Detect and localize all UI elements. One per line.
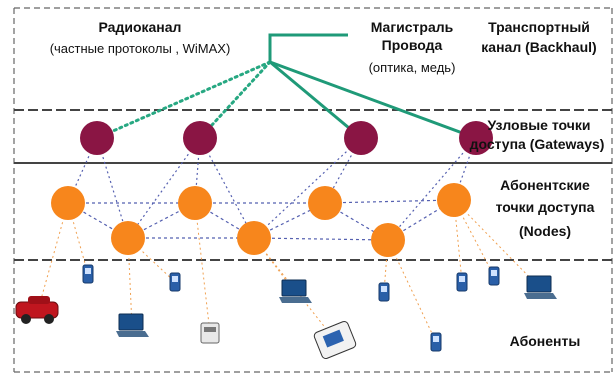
subscribers-label: Абоненты: [509, 333, 581, 349]
laptop-base: [524, 293, 557, 299]
gateways-label-line1: Узловые точки: [487, 117, 591, 133]
node-device-link: [453, 199, 463, 283]
wire-backbone-subtitle: (оптика, медь): [368, 60, 456, 75]
printer-icon: [200, 322, 220, 344]
phone-icon: [488, 266, 500, 286]
car-roof: [28, 296, 50, 304]
phone-screen: [85, 268, 91, 274]
subscriber-access-point: [178, 186, 212, 220]
gateway-node: [459, 121, 493, 155]
pda-icon: [313, 320, 357, 360]
subscriber-access-point: [51, 186, 85, 220]
gateway-node: [80, 121, 114, 155]
phone-screen: [433, 336, 439, 342]
nodes-label-line1: Абонентские: [500, 177, 590, 193]
mesh-link: [324, 199, 455, 204]
laptop-screen: [118, 313, 144, 331]
laptop-base: [279, 297, 312, 303]
laptop-icon: [279, 279, 312, 303]
radio-channel-title: Радиоканал: [98, 19, 182, 35]
gateway-node: [183, 121, 217, 155]
node-device-link: [194, 202, 211, 334]
node-device-link: [37, 202, 69, 311]
node-device-link: [67, 202, 89, 275]
laptop-base: [116, 331, 149, 337]
transport-channel-label-line2: канал (Backhaul): [481, 39, 597, 55]
node-device-link: [383, 239, 389, 293]
node-device-link: [387, 239, 437, 343]
subscriber-access-point: [308, 186, 342, 220]
laptop-screen: [281, 279, 307, 297]
transport-channel-label-line1: Транспортный: [488, 19, 590, 35]
car-wheel: [44, 314, 54, 324]
subscriber-access-point: [111, 221, 145, 255]
gateway-node-link: [199, 137, 255, 239]
phone-icon: [82, 264, 94, 284]
phone-screen: [491, 270, 497, 276]
laptop-icon: [524, 275, 557, 299]
phone-screen: [459, 276, 465, 282]
wire-link: [269, 60, 362, 140]
nodes-label-line2: точки доступа: [495, 199, 595, 215]
subscriber-access-point: [237, 221, 271, 255]
mesh-link: [253, 237, 389, 241]
car-wheel: [21, 314, 31, 324]
wire-link: [268, 33, 348, 62]
laptop-icon: [116, 313, 149, 337]
phone-icon: [456, 272, 468, 292]
radio-link: [198, 60, 272, 140]
phone-icon: [430, 332, 442, 352]
band-borders: [13, 7, 613, 373]
phone-screen: [172, 276, 178, 282]
phone-icon: [378, 282, 390, 302]
wire-link: [269, 60, 477, 140]
node-device-link: [453, 199, 541, 289]
gateway-node-link: [127, 137, 201, 239]
car-icon: [15, 296, 59, 324]
subscriber-access-point: [437, 183, 471, 217]
printer-slot: [204, 327, 216, 332]
radio-link: [95, 60, 272, 140]
phone-icon: [169, 272, 181, 292]
node-device-link: [453, 199, 495, 277]
pda-screen: [322, 329, 344, 348]
radio-channel-subtitle: (частные протоколы , WiMAX): [49, 41, 231, 56]
gateway-node: [344, 121, 378, 155]
phone-screen: [381, 286, 387, 292]
wire-backbone-title-line2: Провода: [381, 37, 443, 53]
laptop-screen: [526, 275, 552, 293]
nodes-label-line3: (Nodes): [518, 223, 572, 239]
gateways-label-line2: доступа (Gateways): [469, 136, 605, 152]
printer-body: [200, 322, 220, 344]
subscriber-access-point: [371, 223, 405, 257]
gateway-node-link: [253, 137, 362, 239]
wire-backbone-title-line1: Магистраль: [370, 19, 454, 35]
